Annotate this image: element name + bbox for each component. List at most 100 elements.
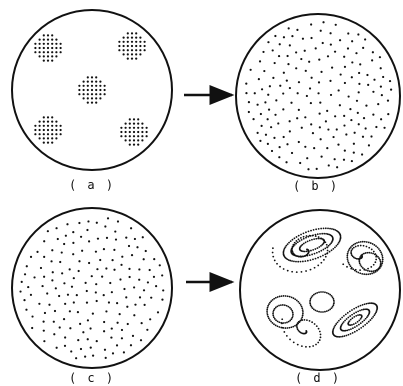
swirl-dot (351, 248, 353, 250)
dispersed-dot (286, 80, 288, 82)
dispersed-dot (30, 256, 32, 258)
swirl-dot (373, 272, 375, 274)
swirl-dot (356, 325, 358, 327)
swirl-dot (323, 227, 325, 229)
dispersed-dot (85, 282, 87, 284)
swirl-dot (358, 319, 360, 321)
panel-d-label: ( d ) (295, 371, 341, 385)
cluster-dot (99, 93, 101, 95)
swirl-dot (278, 326, 280, 328)
swirl-dot (272, 247, 274, 249)
swirl-dot (301, 316, 303, 318)
cluster-dot (127, 49, 129, 51)
swirl-dot (302, 256, 304, 258)
swirl-dot (366, 322, 368, 324)
dispersed-dot (131, 254, 133, 256)
swirl-dot (304, 319, 306, 321)
dispersed-dot (51, 249, 53, 251)
dispersed-dot (334, 51, 336, 53)
dispersed-dot (30, 294, 32, 296)
cluster-dot (127, 41, 129, 43)
swirl-dot (300, 234, 302, 236)
dispersed-dot (300, 58, 302, 60)
swirl-dot (354, 243, 356, 245)
swirl-dot (357, 272, 359, 274)
cluster-dot (95, 102, 97, 104)
swirl-dot (359, 263, 361, 265)
dispersed-dot (330, 94, 332, 96)
swirl-dot (381, 253, 383, 255)
dispersed-dot (295, 51, 297, 53)
dispersed-dot (58, 295, 60, 297)
dispersed-dot (46, 292, 48, 294)
dispersed-dot (64, 345, 66, 347)
swirl-dot (315, 309, 317, 311)
swirl-dot (380, 262, 382, 264)
swirl-dot (380, 251, 382, 253)
swirl-dot (316, 252, 318, 254)
swirl-dot (379, 259, 381, 261)
dispersed-dot (144, 304, 146, 306)
dispersed-dot (21, 281, 23, 283)
swirl-dot (372, 316, 374, 318)
cluster-dot (131, 58, 133, 60)
cluster-dot (135, 41, 137, 43)
swirl-dot (298, 256, 300, 258)
swirl-dot (340, 336, 342, 338)
dispersed-dot (79, 323, 81, 325)
swirl-dot (320, 262, 322, 264)
swirl-dot (308, 231, 310, 233)
swirl-dot (357, 306, 359, 308)
swirl-dot (372, 253, 374, 255)
swirl-dot (317, 342, 319, 344)
dispersed-dot (76, 294, 78, 296)
swirl-dot (347, 317, 349, 319)
dispersed-dot (96, 300, 98, 302)
swirl-dot (350, 251, 352, 253)
swirl-dot (363, 273, 365, 275)
swirl-dot (316, 292, 318, 294)
swirl-dot (349, 310, 351, 312)
cluster-dot (123, 37, 125, 39)
dispersed-dot (273, 137, 275, 139)
dispersed-dot (44, 312, 46, 314)
swirl-dot (325, 256, 327, 258)
cluster-dot (34, 47, 36, 49)
swirl-dot (314, 253, 316, 255)
cluster-dot (125, 139, 127, 141)
swirl-dot (273, 298, 275, 300)
swirl-dot (305, 231, 307, 233)
cluster-dot (139, 45, 141, 47)
dispersed-dot (142, 236, 144, 238)
swirl-dot (317, 257, 319, 259)
dispersed-dot (365, 105, 367, 107)
swirl-dot (295, 261, 297, 263)
dispersed-dot (116, 302, 118, 304)
cluster-dot (131, 41, 133, 43)
swirl-dot (307, 241, 309, 243)
swirl-dot (283, 331, 285, 333)
swirl-dot (377, 247, 379, 249)
cluster-dot (123, 41, 125, 43)
dispersed-dot (319, 102, 321, 104)
swirl-dot (267, 307, 269, 309)
dispersed-dot (63, 243, 65, 245)
dispersed-dot (363, 117, 365, 119)
cluster-dot (39, 55, 41, 57)
cluster-dot (51, 60, 53, 62)
cluster-dot (43, 137, 45, 139)
cluster-dot (91, 93, 93, 95)
swirl-dot (348, 262, 350, 264)
dispersed-dot (254, 92, 256, 94)
swirl-dot (312, 249, 314, 251)
dispersed-dot (361, 153, 363, 155)
swirl-dot (320, 336, 322, 338)
dispersed-dot (103, 330, 105, 332)
swirl-dot (320, 334, 322, 336)
dispersed-dot (326, 110, 328, 112)
dispersed-dot (329, 32, 331, 34)
swirl-dot (353, 323, 355, 325)
dispersed-dot (56, 347, 58, 349)
dispersed-dot (340, 73, 342, 75)
dispersed-dot (267, 143, 269, 145)
